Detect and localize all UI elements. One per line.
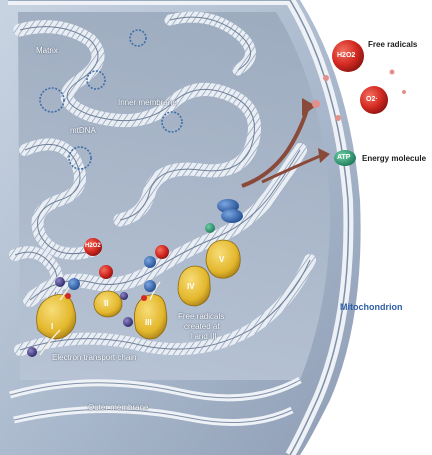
atp-label: ATP [337,154,350,161]
complex-iii [134,295,167,339]
h2o2-small-label: H2O2 [85,243,101,249]
atp-small [205,223,215,233]
complex-i-label: I [51,322,53,331]
label-free-radicals-created-3: I and III [190,332,217,341]
label-inner-membrane: Inner membrane [118,98,177,107]
label-mitochondrion: Mitochondrion [340,302,403,312]
label-mtdna: mtDNA [70,126,96,135]
o2-radical-large-label: O2· [366,96,378,103]
complex-iii-label: III [145,318,152,327]
label-free-radicals: Free radicals [368,40,417,49]
label-matrix: Matrix [36,46,58,55]
complex-ii-label: II [104,299,108,308]
label-free-radicals-created-2: created at [184,322,220,331]
label-free-radicals-created-1: Free radicals [178,312,224,321]
h2o2-large-label: H2O2 [337,52,355,59]
label-electron-transport-chain: Electron transport chain [52,353,137,362]
complex-v-label: V [219,255,224,264]
label-outer-membrane: Outer membrane [88,403,148,412]
complex-iv-label: IV [187,282,195,291]
label-energy-molecule: Energy molecule [362,154,426,163]
